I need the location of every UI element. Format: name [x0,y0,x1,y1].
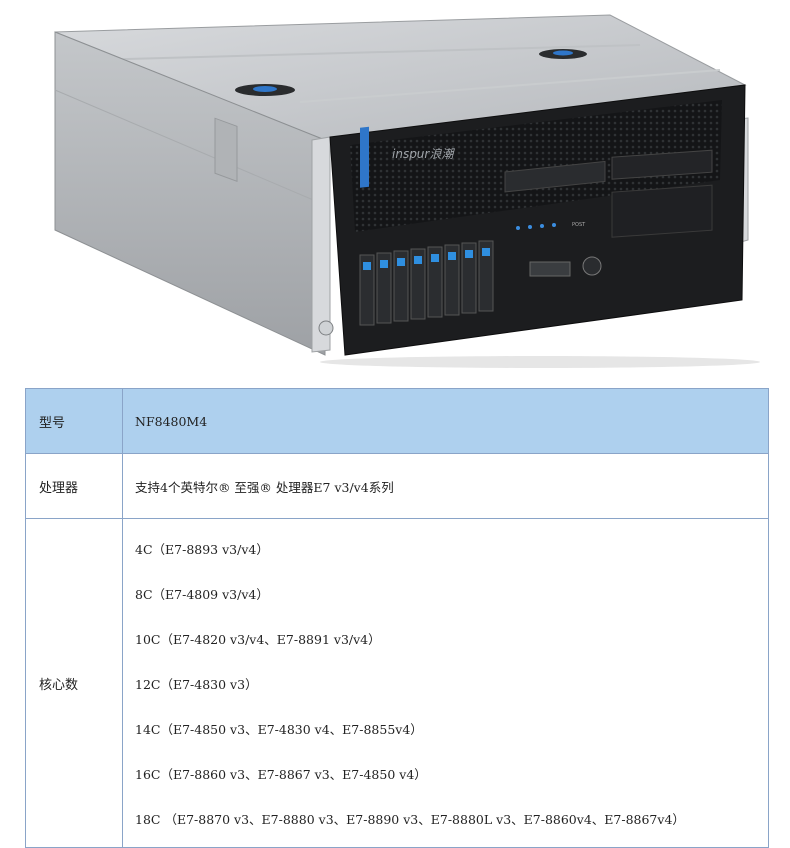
core-option: 18C （E7-8870 v3、E7-8880 v3、E7-8890 v3、E7… [135,812,685,827]
model-value: NF8480M4 [122,388,769,454]
drive-bays [359,240,494,326]
product-image: inspur浪潮 POST [0,0,790,380]
processor-label: 处理器 [25,453,123,519]
panel-label: POST [572,222,586,228]
core-option: 8C（E7-4809 v3/v4） [135,587,269,602]
processor-value: 支持4个英特尔® 至强® 处理器E7 v3/v4系列 [122,453,769,519]
core-option: 16C（E7-8860 v3、E7-8867 v3、E7-4850 v4） [135,767,427,782]
core-option: 12C（E7-4830 v3） [135,677,258,692]
cores-label: 核心数 [25,518,123,848]
table-row-processor: 处理器 支持4个英特尔® 至强® 处理器E7 v3/v4系列 [25,453,769,519]
spec-table: 型号 NF8480M4 处理器 支持4个英特尔® 至强® 处理器E7 v3/v4… [25,388,769,848]
server-illustration: inspur浪潮 POST [54,14,760,368]
core-option: 10C（E7-4820 v3/v4、E7-8891 v3/v4） [135,632,381,647]
brand-logo: inspur浪潮 [392,147,455,161]
cores-value-list: 4C（E7-8893 v3/v4） 8C（E7-4809 v3/v4） 10C（… [122,518,769,848]
table-row-cores: 核心数 4C（E7-8893 v3/v4） 8C（E7-4809 v3/v4） … [25,518,769,848]
core-option: 4C（E7-8893 v3/v4） [135,542,269,557]
core-option: 14C（E7-4850 v3、E7-4830 v4、E7-8855v4） [135,722,423,737]
table-row-model: 型号 NF8480M4 [25,388,769,454]
model-label: 型号 [25,388,123,454]
